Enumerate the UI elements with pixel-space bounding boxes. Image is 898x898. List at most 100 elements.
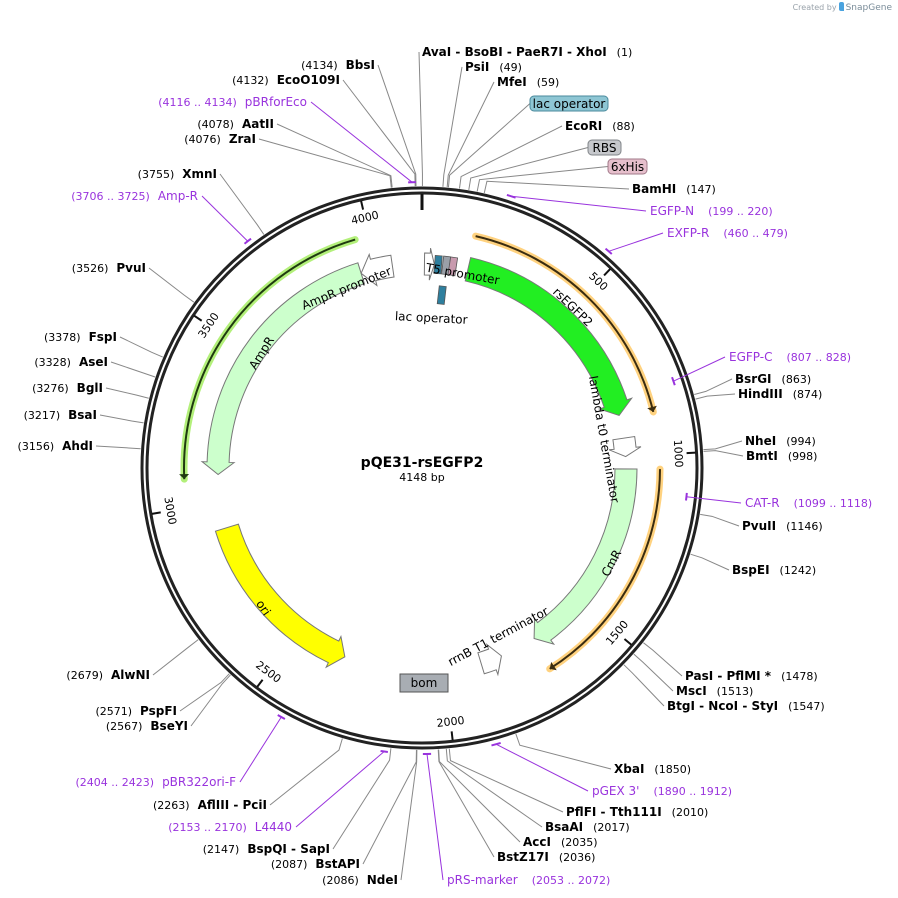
enzyme-site[interactable]: HindIII(874) <box>738 387 822 401</box>
enzyme-label[interactable]: (2567)BseYI <box>106 719 188 733</box>
enzyme-site[interactable]: (4076)ZraI <box>184 132 256 146</box>
plasmid-backbone[interactable] <box>140 186 704 750</box>
enzyme-label[interactable]: MscI(1513) <box>676 684 753 698</box>
feature-lambda-t0-terminator[interactable] <box>608 435 642 458</box>
feature-lac-operator[interactable] <box>436 285 447 305</box>
feature-t5-promoter[interactable] <box>423 248 435 281</box>
enzyme-site[interactable]: (3328)AseI <box>34 355 108 369</box>
enzyme-label[interactable]: PsiI(49) <box>465 60 522 74</box>
primer-label[interactable]: (3706 .. 3725)Amp-R <box>71 189 198 203</box>
enzyme-label[interactable]: PasI - PflMI *(1478) <box>685 669 818 683</box>
enzyme-site[interactable]: BsrGI(863) <box>735 372 811 386</box>
enzyme-site[interactable]: BspEI(1242) <box>732 563 816 577</box>
enzyme-label[interactable]: (2679)AlwNI <box>66 668 150 682</box>
enzyme-label[interactable]: (2086)NdeI <box>322 873 398 887</box>
feature-lac-operator[interactable] <box>433 254 443 275</box>
enzyme-site[interactable]: (2679)AlwNI <box>66 668 150 682</box>
enzyme-label[interactable]: (2147)BspQI - SapI <box>203 842 330 856</box>
enzyme-site[interactable]: AccI(2035) <box>523 835 598 849</box>
enzyme-label[interactable]: (3328)AseI <box>34 355 108 369</box>
enzyme-site[interactable]: PsiI(49) <box>465 60 522 74</box>
enzyme-label[interactable]: BtgI - NcoI - StyI(1547) <box>667 699 825 713</box>
enzyme-label[interactable]: (4078)AatII <box>197 117 274 131</box>
backbone-outer-strand[interactable] <box>140 186 704 750</box>
primer-label[interactable]: CAT-R(1099 .. 1118) <box>745 496 872 510</box>
enzyme-site[interactable]: MfeI(59) <box>497 75 559 89</box>
enzyme-label[interactable]: (4134)BbsI <box>301 58 375 72</box>
enzyme-site[interactable]: PflFI - Tth111I(2010) <box>566 805 708 819</box>
enzyme-site[interactable]: (2263)AflIII - PciI <box>153 798 267 812</box>
primer-label[interactable]: pRS-marker(2053 .. 2072) <box>447 873 610 887</box>
enzyme-label[interactable]: AccI(2035) <box>523 835 598 849</box>
enzyme-site[interactable]: PvuII(1146) <box>742 519 823 533</box>
enzyme-label[interactable]: BamHI(147) <box>632 182 716 196</box>
primer-label[interactable]: EGFP-N(199 .. 220) <box>650 204 773 218</box>
enzyme-label[interactable]: (3156)AhdI <box>18 439 93 453</box>
feature-rsegfp2[interactable] <box>464 256 634 417</box>
primer-label[interactable]: (4116 .. 4134)pBRforEco <box>158 95 307 109</box>
enzyme-label[interactable]: BmtI(998) <box>746 449 817 463</box>
enzyme-label[interactable]: (2087)BstAPI <box>271 857 360 871</box>
enzyme-site[interactable]: (4132)EcoO109I <box>232 73 340 87</box>
feature-ampr-promoter[interactable] <box>360 252 395 287</box>
enzyme-label[interactable]: XbaI(1850) <box>614 762 691 776</box>
primer-label[interactable]: EXFP-R(460 .. 479) <box>667 226 788 240</box>
enzyme-site[interactable]: (3156)AhdI <box>18 439 93 453</box>
enzyme-label[interactable]: AvaI - BsoBI - PaeR7I - XhoI(1) <box>422 45 632 59</box>
enzyme-label[interactable]: (3276)BglI <box>32 381 103 395</box>
enzyme-site[interactable]: BsaAI(2017) <box>545 820 630 834</box>
enzyme-site[interactable]: EcoRI(88) <box>565 119 635 133</box>
enzyme-site[interactable]: (3378)FspI <box>44 330 117 344</box>
enzyme-label[interactable]: (3526)PvuI <box>72 261 146 275</box>
feature-cmr[interactable] <box>533 468 638 646</box>
enzyme-label[interactable]: BsaAI(2017) <box>545 820 630 834</box>
enzyme-label[interactable]: (4132)EcoO109I <box>232 73 340 87</box>
enzyme-site[interactable]: BtgI - NcoI - StyI(1547) <box>667 699 825 713</box>
enzyme-label[interactable]: BspEI(1242) <box>732 563 816 577</box>
callout-6xhis[interactable] <box>607 158 648 175</box>
primer-label[interactable]: EGFP-C(807 .. 828) <box>729 350 851 364</box>
enzyme-site[interactable]: MscI(1513) <box>676 684 753 698</box>
enzyme-label[interactable]: MfeI(59) <box>497 75 559 89</box>
primer-label[interactable]: pGEX 3'(1890 .. 1912) <box>592 784 732 798</box>
enzyme-label[interactable]: HindIII(874) <box>738 387 822 401</box>
enzyme-site[interactable]: (3217)BsaI <box>24 408 97 422</box>
feature-6xhis[interactable] <box>447 256 459 277</box>
enzyme-site[interactable]: (3276)BglI <box>32 381 103 395</box>
enzyme-site[interactable]: BamHI(147) <box>632 182 716 196</box>
enzyme-label[interactable]: (3378)FspI <box>44 330 117 344</box>
enzyme-label[interactable]: (4076)ZraI <box>184 132 256 146</box>
enzyme-label[interactable]: BsrGI(863) <box>735 372 811 386</box>
feature-ori[interactable] <box>214 523 346 669</box>
backbone-inner-strand[interactable] <box>145 191 699 745</box>
enzyme-site[interactable]: (2567)BseYI <box>106 719 188 733</box>
enzyme-site[interactable]: XbaI(1850) <box>614 762 691 776</box>
enzyme-site[interactable]: AvaI - BsoBI - PaeR7I - XhoI(1) <box>422 45 632 59</box>
enzyme-site[interactable]: (4134)BbsI <box>301 58 375 72</box>
feature-ampr[interactable] <box>200 262 366 476</box>
enzyme-label[interactable]: (3755)XmnI <box>138 167 217 181</box>
enzyme-label[interactable]: NheI(994) <box>745 434 816 448</box>
callout-rbs[interactable] <box>587 139 622 156</box>
enzyme-site[interactable]: (3755)XmnI <box>138 167 217 181</box>
enzyme-label[interactable]: PflFI - Tth111I(2010) <box>566 805 708 819</box>
feature-rrnb-t1-terminator[interactable] <box>477 642 502 677</box>
enzyme-site[interactable]: (3526)PvuI <box>72 261 146 275</box>
enzyme-label[interactable]: (3217)BsaI <box>24 408 97 422</box>
enzyme-site[interactable]: (4078)AatII <box>197 117 274 131</box>
enzyme-site[interactable]: (2571)PspFI <box>95 704 177 718</box>
enzyme-site[interactable]: PasI - PflMI *(1478) <box>685 669 818 683</box>
enzyme-label[interactable]: BstZ17I(2036) <box>497 850 595 864</box>
primer-label[interactable]: (2153 .. 2170)L4440 <box>168 820 292 834</box>
callout-lac-operator[interactable] <box>529 95 609 112</box>
enzyme-site[interactable]: (2086)NdeI <box>322 873 398 887</box>
feature-bom[interactable] <box>399 673 449 693</box>
primer-label[interactable]: (2404 .. 2423)pBR322ori-F <box>76 775 237 789</box>
enzyme-label[interactable]: (2571)PspFI <box>95 704 177 718</box>
enzyme-label[interactable]: EcoRI(88) <box>565 119 635 133</box>
enzyme-site[interactable]: BmtI(998) <box>746 449 817 463</box>
enzyme-site[interactable]: NheI(994) <box>745 434 816 448</box>
enzyme-site[interactable]: BstZ17I(2036) <box>497 850 595 864</box>
enzyme-site[interactable]: (2147)BspQI - SapI <box>203 842 330 856</box>
enzyme-label[interactable]: (2263)AflIII - PciI <box>153 798 267 812</box>
